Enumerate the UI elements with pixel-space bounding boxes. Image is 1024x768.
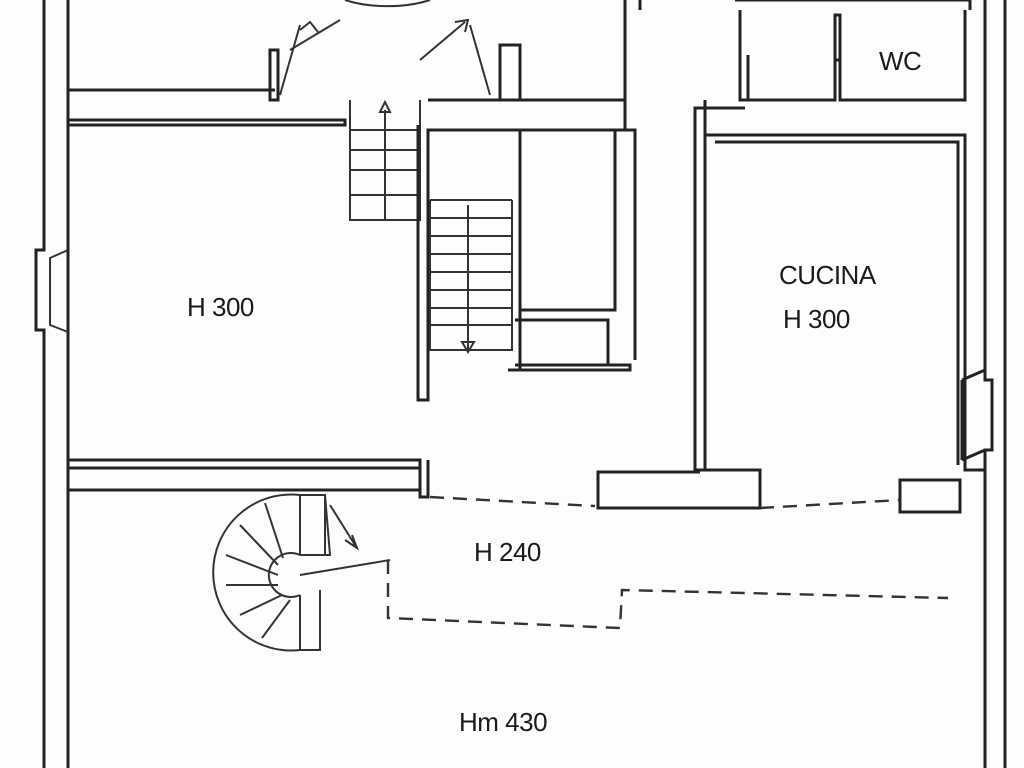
- stair-up: [349, 99, 421, 221]
- closets: [508, 100, 637, 372]
- spiral-stair: [212, 493, 391, 652]
- mezzanine-outline: [386, 495, 949, 630]
- mezzanine-height-label: H 240: [474, 537, 541, 567]
- main-hall-height-label: Hm 430: [459, 707, 548, 737]
- room-left-walls: [68, 118, 430, 499]
- kitchen-walls: [596, 100, 985, 514]
- room-left-height-label: H 300: [187, 292, 254, 322]
- kitchen-height-label: H 300: [783, 304, 850, 334]
- stair-down: [416, 98, 627, 402]
- outer-walls: [34, 0, 1007, 768]
- wc-walls: [738, 10, 967, 102]
- kitchen-name-label: CUCINA: [779, 260, 876, 290]
- wc-label: WC: [879, 46, 922, 76]
